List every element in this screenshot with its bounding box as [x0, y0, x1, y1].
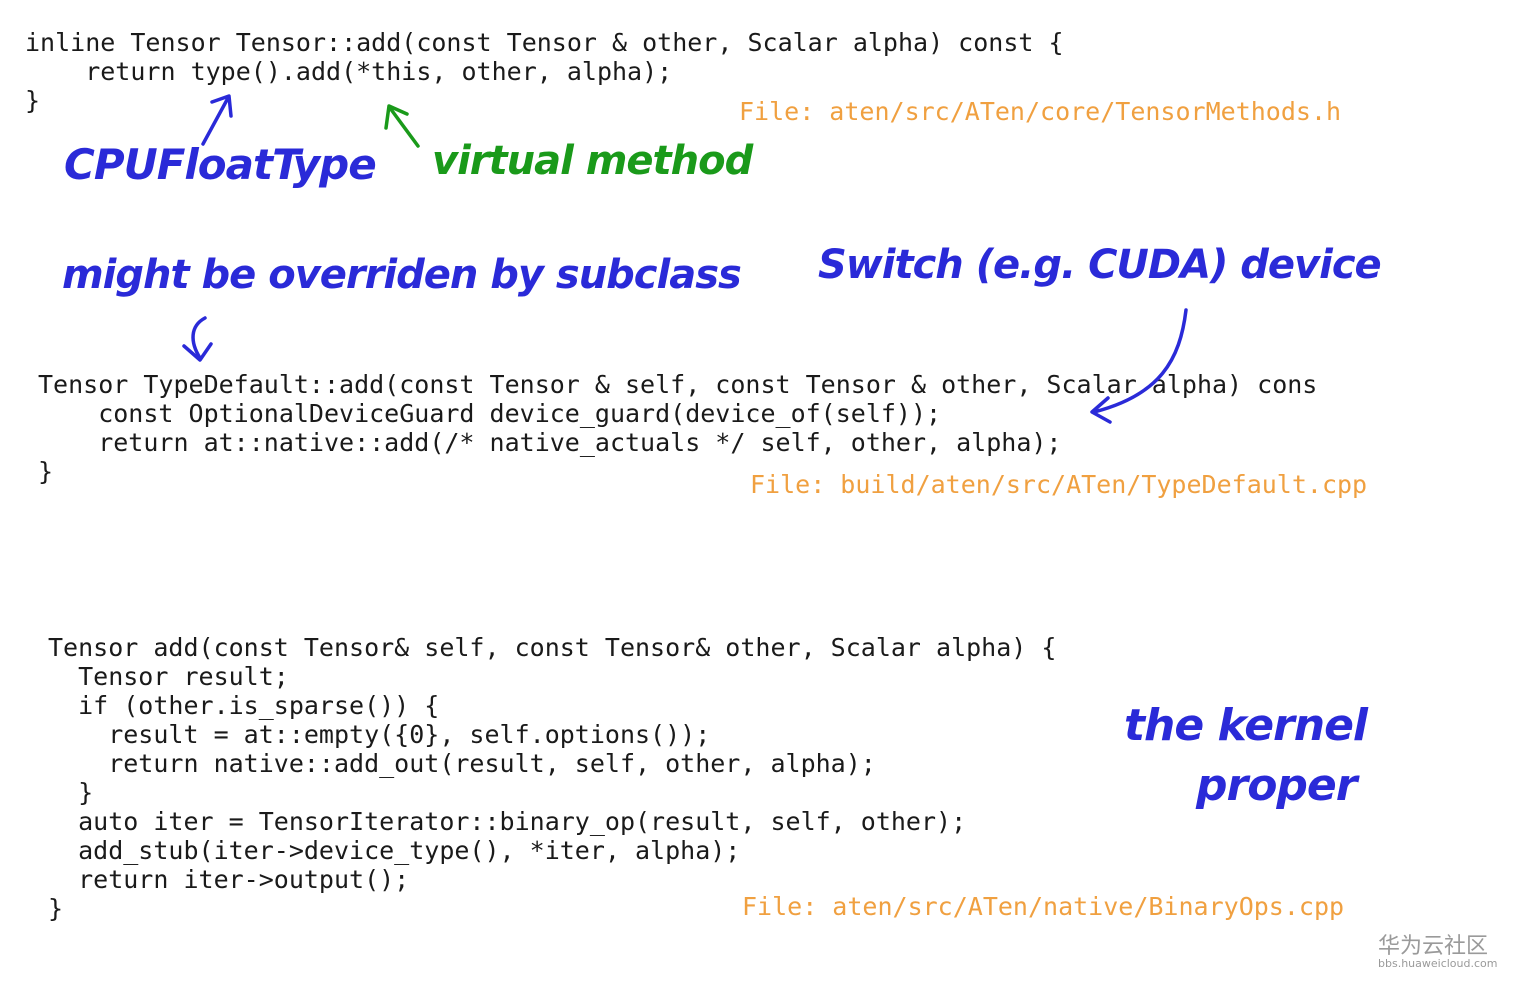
code-line: return native::add_out(result, self, oth…: [48, 749, 876, 778]
annotation-switch-device: Switch (e.g. CUDA) device: [818, 242, 1382, 288]
code-block-binary-ops: Tensor add(const Tensor& self, const Ten…: [48, 633, 1056, 923]
code-line: return type().add(*this, other, alpha);: [25, 57, 673, 86]
code-line: Tensor result;: [48, 662, 289, 691]
code-line: return iter->output();: [48, 865, 410, 894]
code-line: Tensor add(const Tensor& self, const Ten…: [48, 633, 1057, 662]
code-line: add_stub(iter->device_type(), *iter, alp…: [48, 836, 741, 865]
code-line: auto iter = TensorIterator::binary_op(re…: [48, 807, 967, 836]
arrow-to-device-guard-icon: [1090, 308, 1188, 424]
annotation-might-be-overriden: might be overriden by subclass: [62, 252, 742, 298]
annotation-virtual-method: virtual method: [432, 138, 753, 184]
code-line: return at::native::add(/* native_actuals…: [38, 428, 1062, 457]
annotation-kernel-proper-line1: the kernel: [1124, 700, 1368, 751]
code-line: }: [25, 86, 41, 115]
watermark-url: bbs.huaweicloud.com: [1378, 957, 1498, 970]
code-line: }: [48, 894, 64, 923]
code-block-type-default: Tensor TypeDefault::add(const Tensor & s…: [38, 370, 1317, 486]
code-block-tensor-methods: inline Tensor Tensor::add(const Tensor &…: [25, 28, 1064, 115]
code-line: inline Tensor Tensor::add(const Tensor &…: [25, 28, 1064, 57]
watermark-name: 华为云社区: [1378, 934, 1489, 959]
arrow-to-type-icon: [201, 94, 233, 146]
annotation-cpu-float-type: CPUFloatType: [64, 140, 377, 189]
file-path-type-default: File: build/aten/src/ATen/TypeDefault.cp…: [750, 470, 1368, 499]
code-line: const OptionalDeviceGuard device_guard(d…: [38, 399, 942, 428]
code-line: }: [38, 457, 54, 486]
code-line: if (other.is_sparse()) {: [48, 691, 440, 720]
annotation-kernel-proper-line2: proper: [1196, 760, 1357, 811]
arrow-to-type-default-icon: [182, 316, 213, 362]
code-line: }: [48, 778, 94, 807]
code-line: result = at::empty({0}, self.options());: [48, 720, 711, 749]
file-path-tensor-methods: File: aten/src/ATen/core/TensorMethods.h: [739, 97, 1342, 126]
file-path-binary-ops: File: aten/src/ATen/native/BinaryOps.cpp: [742, 892, 1345, 921]
arrow-to-add-icon: [384, 104, 420, 148]
code-line: Tensor TypeDefault::add(const Tensor & s…: [38, 370, 1318, 399]
